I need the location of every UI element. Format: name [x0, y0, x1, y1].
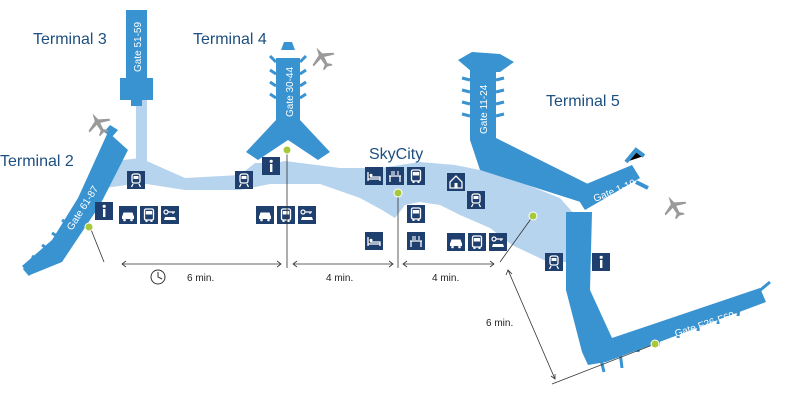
- location-marker: [393, 188, 403, 198]
- clock-icon: [150, 269, 166, 285]
- hotel-icon: [364, 166, 384, 186]
- location-marker: [650, 339, 660, 349]
- train-icon: [234, 170, 254, 190]
- walk-time-t5-pierf: 6 min.: [486, 318, 513, 329]
- gate-label-30-44: Gate 30-44: [285, 67, 296, 117]
- walk-dimension-skycity-t5: [402, 260, 495, 268]
- pier-gate-1-10: [572, 147, 649, 210]
- terminal-4-label: Terminal 4: [193, 31, 267, 48]
- car-rental-icon: [297, 205, 317, 225]
- taxi-icon: [447, 233, 465, 251]
- pier-terminal-5-north: [458, 52, 600, 205]
- walk-dimension-t5-pierf: [505, 269, 556, 380]
- pier-f: [566, 212, 771, 373]
- walk-time-t4-skycity: 4 min.: [326, 273, 353, 284]
- pier-terminal-2: [22, 125, 128, 276]
- location-marker: [84, 222, 94, 232]
- t3-connector: [136, 100, 147, 168]
- walk-dimension-t4-skycity: [292, 260, 394, 268]
- train-icon: [126, 170, 146, 190]
- info-icon: [262, 157, 280, 175]
- car-rental-icon: [488, 232, 508, 252]
- bus-icon: [139, 205, 159, 225]
- restaurant-icon: [406, 231, 426, 251]
- bus-icon: [276, 205, 296, 225]
- bus-icon: [406, 166, 426, 186]
- train-icon: [466, 190, 486, 210]
- location-marker: [528, 211, 538, 221]
- train-icon: [544, 252, 564, 272]
- car-rental-icon: [160, 205, 180, 225]
- hotel-icon: [364, 231, 384, 251]
- info-icon: [95, 202, 113, 220]
- bus-icon: [406, 204, 426, 224]
- walk-dimension-t2-t4: [121, 260, 282, 268]
- airplane-icon: [658, 190, 691, 223]
- walk-time-t2-t4: 6 min.: [187, 273, 214, 284]
- taxi-icon: [256, 206, 274, 224]
- info-icon: [592, 253, 610, 271]
- gate-label-51-59: Gate 51-59: [133, 22, 144, 72]
- pier-terminal-4: [246, 42, 330, 160]
- shopping-icon: [446, 172, 466, 192]
- restaurant-icon: [385, 166, 405, 186]
- terminal-3-label: Terminal 3: [33, 31, 107, 48]
- skycity-label: SkyCity: [369, 146, 423, 163]
- airplane-icon: [306, 41, 339, 74]
- walk-time-skycity-t5: 4 min.: [432, 273, 459, 284]
- location-marker: [282, 145, 292, 155]
- gate-label-11-24: Gate 11-24: [479, 84, 490, 134]
- taxi-icon: [119, 206, 137, 224]
- terminal-2-label: Terminal 2: [0, 153, 74, 170]
- bus-icon: [467, 232, 487, 252]
- terminal-5-label: Terminal 5: [546, 93, 620, 110]
- pier-terminal-3: [120, 10, 153, 106]
